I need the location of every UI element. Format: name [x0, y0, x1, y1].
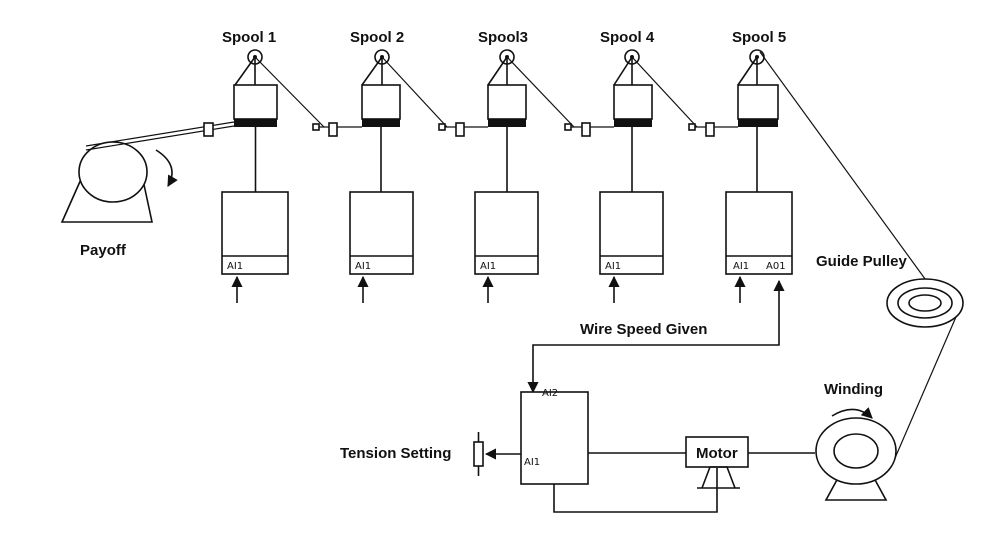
tension-controller-box	[520, 391, 589, 485]
drive-input-3: AI1	[480, 261, 496, 272]
motor: Motor	[685, 436, 815, 489]
output-wire	[759, 51, 963, 466]
wire-guide-die	[705, 122, 715, 137]
drive-box-1	[221, 191, 289, 275]
spool-label-2: Spool 2	[350, 29, 404, 46]
spool-label-3: Spool3	[478, 29, 528, 46]
guide-pulley-label: Guide Pulley	[816, 253, 908, 270]
guide-pulley: Guide Pulley	[816, 253, 964, 328]
spool-unit-1: Spool 1 AI1	[221, 29, 325, 303]
drive-input-2: AI1	[355, 261, 371, 272]
wire-path	[85, 121, 235, 151]
drive-input-4: AI1	[605, 261, 621, 272]
drive-input-1: AI1	[227, 261, 243, 272]
wire-guide-die	[581, 122, 591, 137]
controller-input-top: AI2	[542, 388, 558, 399]
wire-speed-label: Wire Speed Given	[580, 321, 707, 338]
tension-controller: AI2 AI1	[484, 388, 718, 513]
motor-label: Motor	[696, 445, 738, 462]
spool-label-5: Spool 5	[732, 29, 786, 46]
payoff-reel: Payoff	[60, 141, 178, 259]
winding-label: Winding	[824, 381, 883, 398]
drive-box-5	[725, 191, 793, 275]
drive-box-2	[349, 191, 414, 275]
spool-unit-3: Spool3 AI1	[438, 29, 575, 303]
payoff-label: Payoff	[80, 242, 127, 259]
wire-guide-die	[455, 122, 465, 137]
controller-input-left: AI1	[524, 457, 540, 468]
spool-label-1: Spool 1	[222, 29, 276, 46]
drive-input-5: AI1	[733, 261, 749, 272]
wire-guide-die	[328, 122, 338, 137]
drive-box-4	[599, 191, 664, 275]
spool-unit-2: Spool 2 AI1	[312, 29, 448, 303]
spool-unit-4: Spool 4 AI1	[564, 29, 698, 303]
spool-label-4: Spool 4	[600, 29, 655, 46]
wire-speed-signal: Wire Speed Given	[527, 279, 785, 394]
drive-box-3	[474, 191, 539, 275]
tension-potentiometer: Tension Setting	[340, 432, 484, 476]
drive-output-5: A01	[766, 261, 786, 272]
wire-guide-die	[203, 122, 214, 137]
tension-setting-label: Tension Setting	[340, 445, 451, 462]
motor-box	[685, 436, 749, 468]
spool-unit-5: Spool 5 AI1 A01	[688, 29, 793, 303]
winding-reel: Winding	[815, 381, 897, 501]
